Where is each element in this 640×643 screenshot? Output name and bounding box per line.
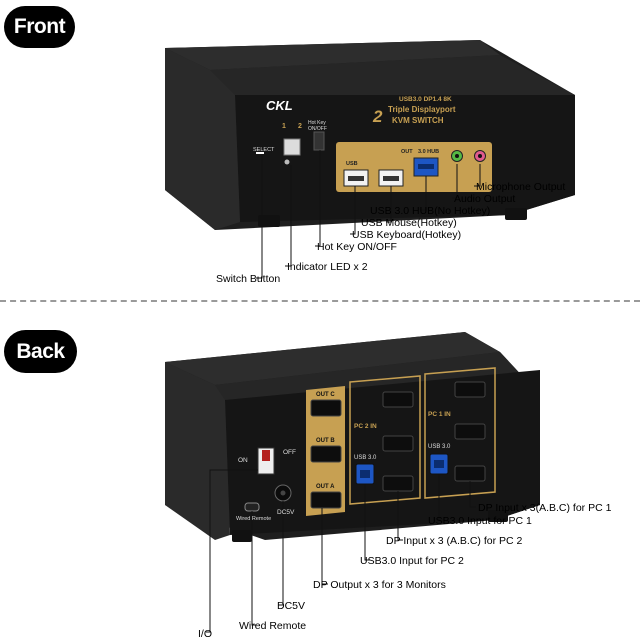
pc2-in-label: PC 2 IN bbox=[354, 423, 377, 430]
hotkey-panel-label: Hot Key ON/OFF bbox=[308, 120, 327, 132]
callout-hotkey: Hot Key ON/OFF bbox=[317, 241, 397, 253]
usb30-left-label: USB 3.0 bbox=[354, 455, 377, 461]
callout-dc5v: DC5V bbox=[277, 600, 306, 612]
title-tag: USB3.0 DP1.4 8K bbox=[399, 96, 452, 103]
wired-remote-panel-label: Wired Remote bbox=[236, 516, 272, 522]
select-label: SELECT bbox=[253, 147, 275, 153]
out-c-label: OUT C bbox=[316, 392, 335, 398]
out-a-label: OUT A bbox=[316, 484, 335, 490]
callout-dp-input-pc2: DP Input x 3 (A.B.C) for PC 2 bbox=[386, 535, 523, 547]
title-line2: KVM SWITCH bbox=[392, 116, 444, 125]
callout-microphone-output: Microphone Output bbox=[476, 181, 566, 193]
callout-usb30-input-pc2: USB3.0 Input for PC 2 bbox=[360, 555, 464, 567]
callout-usb-hub: USB 3.0 HUB(No Hotkey) bbox=[370, 205, 491, 217]
back-badge: Back bbox=[4, 330, 77, 373]
pc2-label: 2 bbox=[298, 123, 302, 130]
callout-usb30-input-pc1: USB3.0 Input for PC 1 bbox=[428, 515, 532, 527]
callout-usb-keyboard: USB Keyboard(Hotkey) bbox=[352, 229, 462, 241]
pc1-label: 1 bbox=[282, 123, 286, 130]
out-b-label: OUT B bbox=[316, 438, 335, 444]
hub-tag: 3.0 HUB bbox=[418, 149, 440, 155]
brand-logo: CKL bbox=[266, 98, 293, 113]
title-number: 2 bbox=[373, 107, 383, 126]
callout-indicator-led: Indicator LED x 2 bbox=[287, 261, 368, 273]
callout-audio-output: Audio Output bbox=[454, 193, 516, 205]
out-tag: OUT bbox=[401, 149, 413, 155]
usb30-right-label: USB 3.0 bbox=[428, 444, 451, 450]
dc5v-panel-label: DC5V bbox=[277, 509, 295, 516]
callout-usb-mouse: USB Mouse(Hotkey) bbox=[361, 217, 457, 229]
callout-dp-output: DP Output x 3 for 3 Monitors bbox=[313, 579, 446, 591]
title-line1: Triple Displayport bbox=[388, 105, 456, 114]
off-label: OFF bbox=[283, 449, 296, 456]
callout-wired-remote: Wired Remote bbox=[239, 620, 307, 632]
callout-dp-input-pc1: DP Input x 3(A.B.C) for PC 1 bbox=[478, 502, 612, 514]
pc1-in-label: PC 1 IN bbox=[428, 411, 451, 418]
callout-io: I/O bbox=[198, 628, 213, 640]
section-divider bbox=[0, 300, 640, 302]
front-badge: Front bbox=[4, 6, 75, 48]
usb-tag: USB bbox=[346, 161, 358, 167]
callout-switch-button: Switch Button bbox=[216, 273, 281, 285]
on-label: ON bbox=[238, 457, 248, 464]
